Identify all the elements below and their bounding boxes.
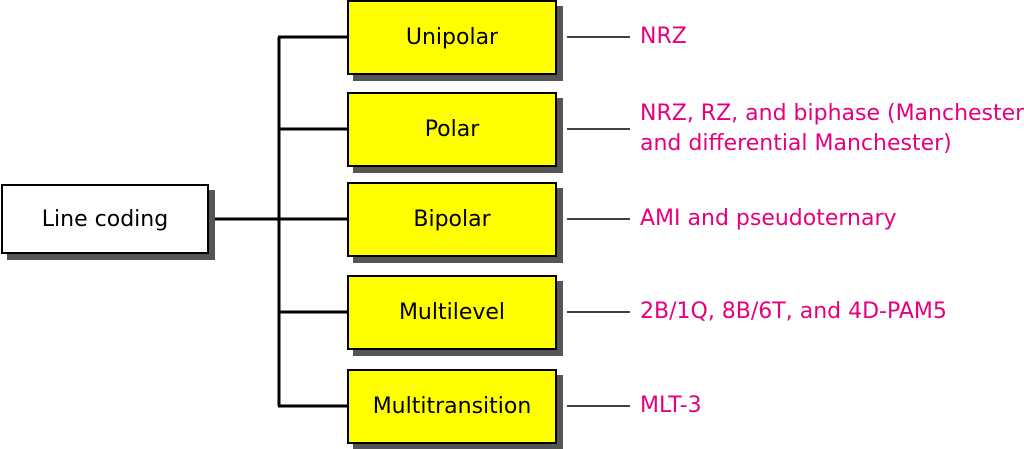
description-bipolar: AMI and pseudoternary xyxy=(640,204,897,234)
category-box-bipolar: Bipolar xyxy=(347,182,557,257)
root-label: Line coding xyxy=(41,206,169,232)
description-multilevel: 2B/1Q, 8B/6T, and 4D-PAM5 xyxy=(640,297,947,327)
description-line: AMI and pseudoternary xyxy=(640,206,897,231)
category-label-bipolar: Bipolar xyxy=(413,207,491,232)
description-line: MLT-3 xyxy=(640,393,702,418)
category-box-multitransition: Multitransition xyxy=(347,369,557,444)
category-label-polar: Polar xyxy=(424,117,480,142)
description-polar: NRZ, RZ, and biphase (Manchester, and di… xyxy=(640,99,1024,159)
category-box-polar: Polar xyxy=(347,92,557,167)
description-line: NRZ xyxy=(640,24,687,49)
description-multitransition: MLT-3 xyxy=(640,391,702,421)
category-label-unipolar: Unipolar xyxy=(405,25,499,50)
description-unipolar: NRZ xyxy=(640,22,687,52)
category-label-multitransition: Multitransition xyxy=(372,394,532,419)
category-box-multilevel: Multilevel xyxy=(347,275,557,350)
root-box-line-coding: Line coding xyxy=(1,184,209,254)
description-line: 2B/1Q, 8B/6T, and 4D-PAM5 xyxy=(640,299,947,324)
description-line: NRZ, RZ, and biphase (Manchester, xyxy=(640,101,1024,126)
category-box-unipolar: Unipolar xyxy=(347,0,557,75)
category-label-multilevel: Multilevel xyxy=(398,300,506,325)
description-line: and differential Manchester) xyxy=(640,131,952,156)
